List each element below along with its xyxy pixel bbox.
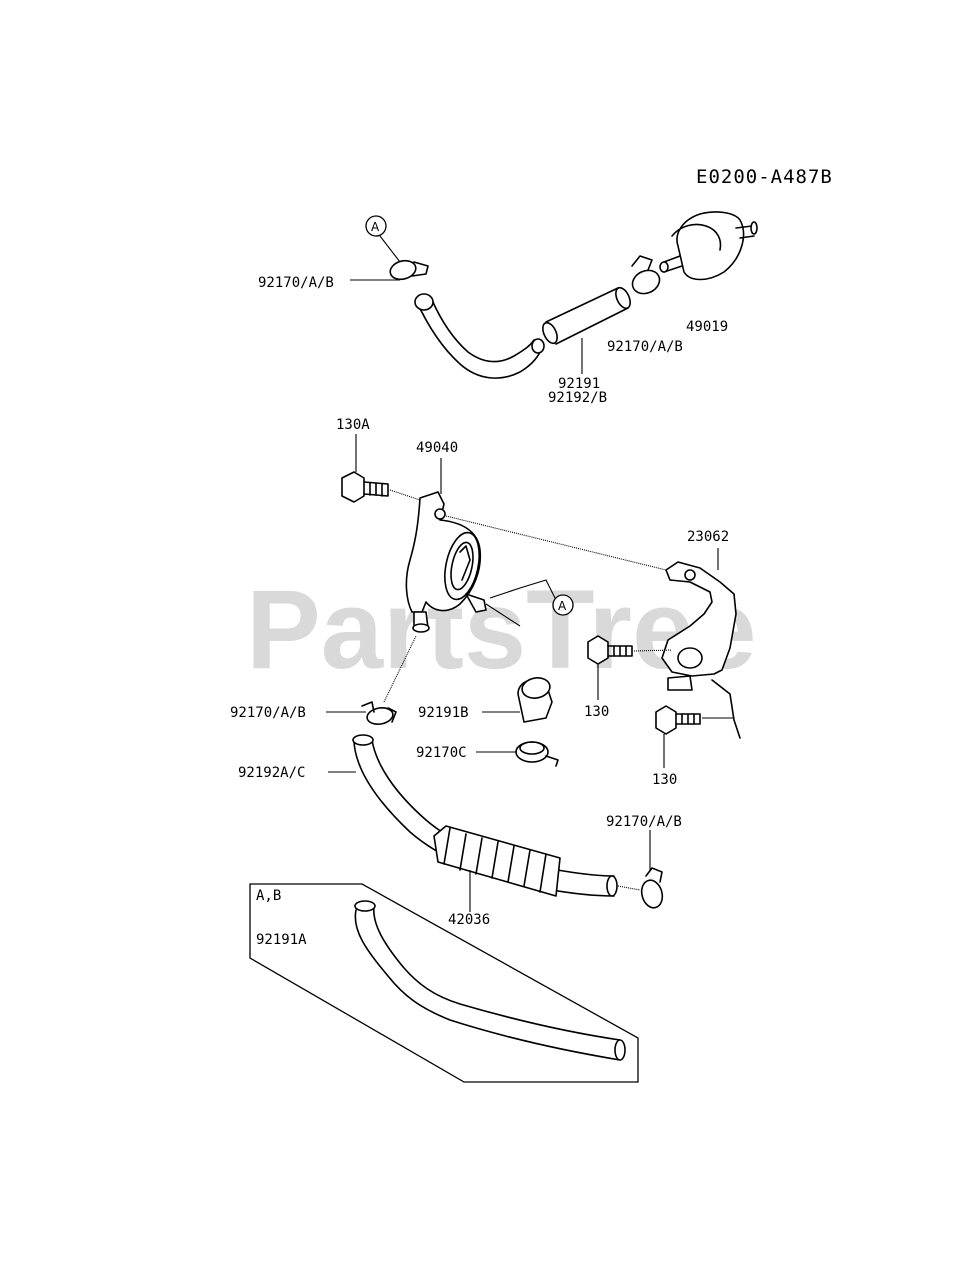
svg-text:A: A [371, 220, 380, 234]
label-hose-elbow: 92191B [418, 705, 469, 721]
fuel-pump[interactable] [405, 458, 487, 633]
label-clamp-mid-left: 92170/A/B [230, 705, 306, 721]
label-bolt-130-upper: 130 [584, 704, 609, 720]
callout-a-mid: A [489, 579, 574, 616]
hose-inset[interactable] [354, 900, 626, 1061]
inset-panel: A,B 92191A [249, 883, 639, 1083]
label-inset-hose: 92191A [256, 932, 307, 948]
clamp-top-right[interactable] [629, 255, 664, 298]
label-protector: 42036 [448, 912, 490, 928]
label-bolt-130-lower: 130 [652, 772, 677, 788]
hose-top-straight[interactable] [540, 285, 633, 345]
clamp-top-left[interactable] [388, 258, 429, 282]
bolt-130-upper[interactable] [587, 635, 673, 700]
bracket[interactable] [661, 548, 741, 739]
label-clamp-top-right: 92170/A/B [607, 339, 683, 355]
label-clamp-top-left: 92170/A/B [258, 275, 334, 291]
label-fuel-pump: 49040 [416, 440, 458, 456]
label-inset-variant: A,B [256, 888, 281, 904]
protector[interactable] [433, 825, 561, 912]
bolt-130a[interactable] [341, 434, 421, 503]
bolt-130-lower[interactable] [655, 705, 734, 768]
label-clamp-c: 92170C [416, 745, 467, 761]
label-hose-top-1: 92191 [558, 376, 600, 392]
hose-elbow[interactable] [482, 676, 553, 723]
clamp-bottom-right[interactable] [617, 830, 665, 910]
hose-top-curved[interactable] [414, 293, 545, 379]
label-bracket: 23062 [687, 529, 729, 545]
clamp-c[interactable] [476, 741, 559, 767]
label-bolt-130a: 130A [336, 417, 370, 433]
label-hose-top-2: 92192/B [548, 390, 607, 406]
callout-a-top: A [365, 215, 401, 263]
reference-code: E0200-A487B [696, 166, 833, 188]
svg-text:A: A [558, 599, 567, 613]
label-hose-long: 92192A/C [238, 765, 305, 781]
label-clamp-bottom-right: 92170/A/B [606, 814, 682, 830]
label-fuel-filter: 49019 [686, 319, 728, 335]
clamp-mid-left[interactable] [326, 635, 417, 726]
fuel-filter[interactable] [659, 211, 758, 281]
